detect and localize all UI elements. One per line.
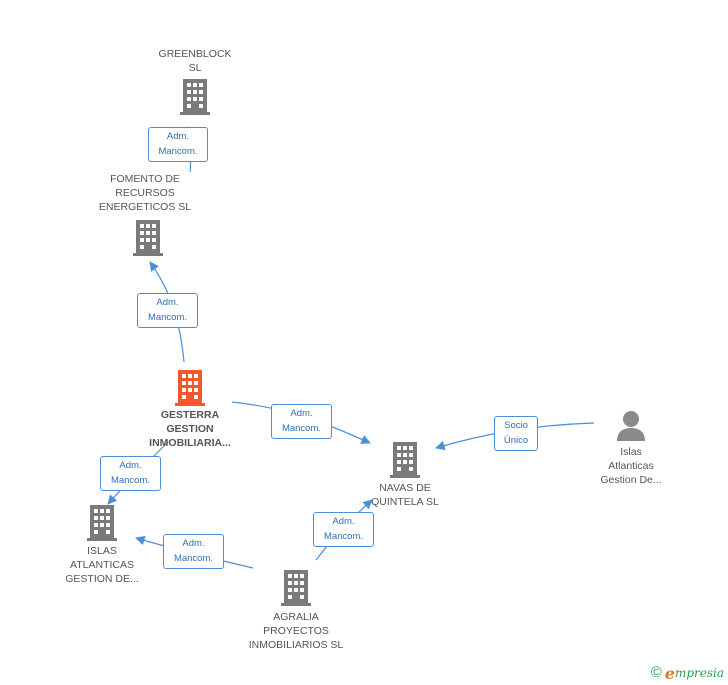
node-agralia[interactable]: AGRALIA PROYECTOS INMOBILIARIOS SL (236, 570, 356, 652)
building-icon (180, 79, 210, 115)
brand-name: mpresia (674, 666, 724, 680)
edge-label-gesterra-fomento[interactable]: Adm. Mancom. (137, 293, 198, 328)
node-islas-company[interactable]: ISLAS ATLANTICAS GESTION DE... (52, 505, 152, 586)
edge-label-person-navas[interactable]: Socio Único (494, 416, 538, 451)
node-label: AGRALIA PROYECTOS INMOBILIARIOS SL (248, 611, 344, 651)
edge-label-agralia-islas-company[interactable]: Adm. Mancom. (163, 534, 224, 569)
node-islas-person[interactable]: Islas Atlanticas Gestion De... (584, 410, 678, 487)
node-label: ISLAS ATLANTICAS GESTION DE... (65, 545, 139, 585)
node-navas[interactable]: NAVAS DE QUINTELA SL (352, 442, 458, 509)
edge-label-fomento-greenblock[interactable]: Adm. Mancom. (148, 127, 208, 162)
building-icon (87, 505, 117, 541)
building-icon (390, 442, 420, 478)
node-label: Islas Atlanticas Gestion De... (600, 446, 662, 486)
edge-label-gesterra-navas[interactable]: Adm. Mancom. (271, 404, 332, 439)
person-icon (617, 411, 645, 441)
node-gesterra[interactable]: GESTERRA GESTION INMOBILIARIA... (135, 370, 245, 450)
node-label: NAVAS DE QUINTELA SL (371, 482, 439, 508)
edge-label-gesterra-islas-company[interactable]: Adm. Mancom. (100, 456, 161, 491)
node-label: GESTERRA GESTION INMOBILIARIA... (149, 409, 231, 449)
node-fomento[interactable]: FOMENTO DE RECURSOS ENERGETICOS SL (90, 172, 200, 256)
node-label: FOMENTO DE RECURSOS ENERGETICOS SL (98, 173, 192, 213)
building-icon (281, 570, 311, 606)
building-icon (133, 220, 163, 256)
node-greenblock[interactable]: GREENBLOCK SL (145, 47, 245, 115)
copyright-icon: © (650, 664, 662, 681)
edge-label-agralia-navas[interactable]: Adm. Mancom. (313, 512, 374, 547)
brand-initial: e (664, 663, 675, 683)
node-label: GREENBLOCK SL (158, 48, 232, 74)
building-icon (175, 370, 205, 406)
